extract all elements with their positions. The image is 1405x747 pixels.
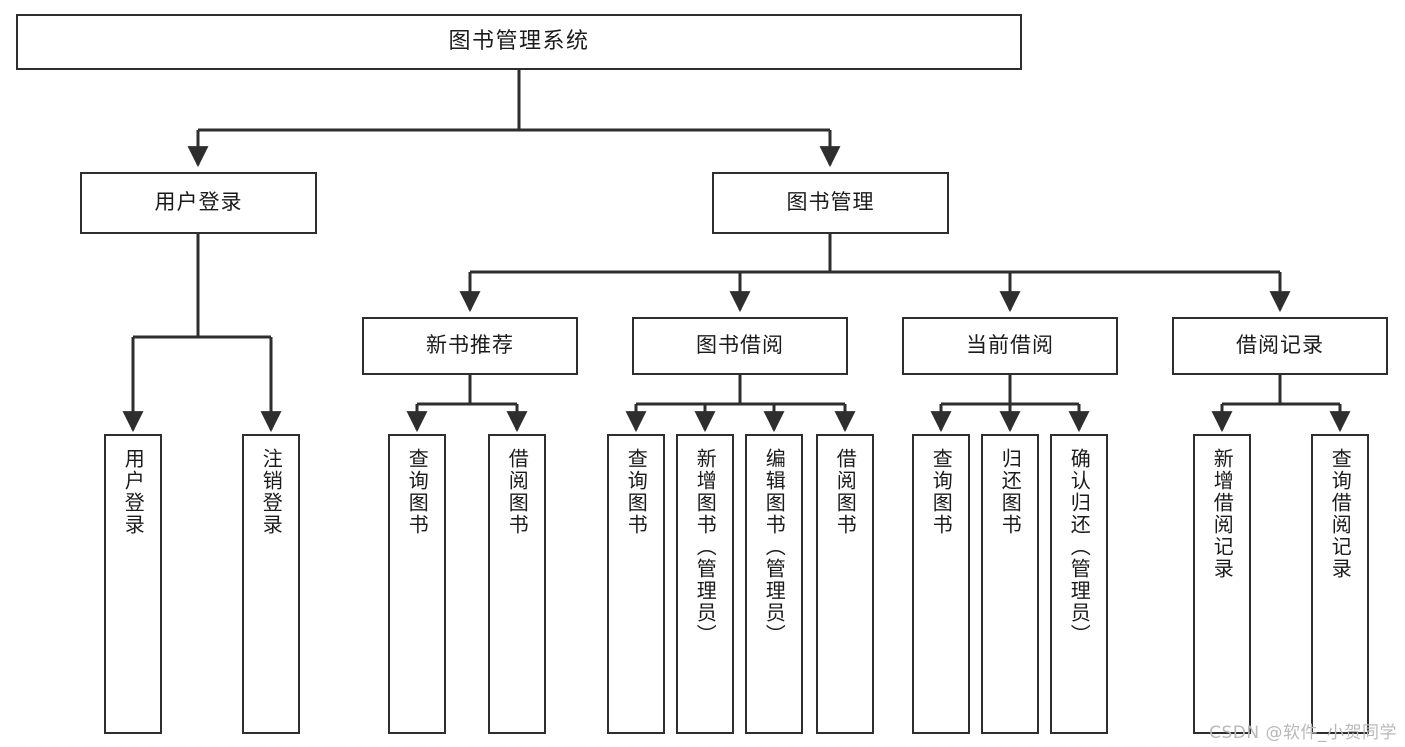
node-current-borrow[interactable]: 当前借阅: [902, 317, 1118, 375]
node-leaf-query-book-2-label: 查询图书: [624, 448, 649, 536]
node-borrow-record-label: 借阅记录: [1236, 333, 1324, 358]
node-leaf-edit-book[interactable]: 编辑图书（管理员）: [745, 434, 803, 734]
node-borrow-record[interactable]: 借阅记录: [1172, 317, 1388, 375]
node-book-borrow-label: 图书借阅: [696, 333, 784, 358]
node-user-login[interactable]: 用户登录: [80, 172, 317, 234]
node-book-management[interactable]: 图书管理: [712, 172, 949, 234]
node-book-management-label: 图书管理: [786, 190, 875, 215]
node-leaf-borrow-book-2-label: 借阅图书: [833, 448, 858, 536]
node-leaf-return-book[interactable]: 归还图书: [981, 434, 1039, 734]
node-leaf-borrow-book-1[interactable]: 借阅图书: [488, 434, 546, 734]
node-leaf-borrow-book-2[interactable]: 借阅图书: [816, 434, 874, 734]
node-leaf-user-login-label: 用户登录: [121, 448, 146, 536]
node-root-label: 图书管理系统: [448, 28, 590, 54]
node-new-book-recommend-label: 新书推荐: [426, 333, 514, 358]
node-leaf-query-record[interactable]: 查询借阅记录: [1311, 434, 1369, 734]
node-leaf-user-login[interactable]: 用户登录: [104, 434, 162, 734]
node-new-book-recommend[interactable]: 新书推荐: [362, 317, 578, 375]
node-leaf-borrow-book-1-label: 借阅图书: [505, 448, 530, 536]
node-leaf-confirm-return-label: 确认归还（管理员）: [1067, 448, 1092, 646]
node-user-login-label: 用户登录: [154, 190, 243, 215]
node-book-borrow[interactable]: 图书借阅: [632, 317, 848, 375]
node-leaf-add-book[interactable]: 新增图书（管理员）: [676, 434, 734, 734]
node-leaf-query-record-label: 查询借阅记录: [1328, 448, 1353, 580]
node-leaf-logout-login[interactable]: 注销登录: [242, 434, 300, 734]
node-leaf-return-book-label: 归还图书: [998, 448, 1023, 536]
node-leaf-add-book-label: 新增图书（管理员）: [693, 448, 718, 646]
node-leaf-add-record[interactable]: 新增借阅记录: [1193, 434, 1251, 734]
csdn-watermark: CSDN @软件_小贺同学: [1209, 723, 1397, 743]
node-leaf-query-book-1-label: 查询图书: [405, 448, 430, 536]
node-current-borrow-label: 当前借阅: [966, 333, 1054, 358]
node-leaf-confirm-return[interactable]: 确认归还（管理员）: [1050, 434, 1108, 734]
node-root-book-management-system[interactable]: 图书管理系统: [16, 14, 1022, 70]
node-leaf-logout-login-label: 注销登录: [259, 448, 284, 536]
node-leaf-query-book-3[interactable]: 查询图书: [912, 434, 970, 734]
node-leaf-query-book-2[interactable]: 查询图书: [607, 434, 665, 734]
node-leaf-query-book-3-label: 查询图书: [929, 448, 954, 536]
node-leaf-edit-book-label: 编辑图书（管理员）: [762, 448, 787, 646]
node-leaf-query-book-1[interactable]: 查询图书: [388, 434, 446, 734]
node-leaf-add-record-label: 新增借阅记录: [1210, 448, 1235, 580]
